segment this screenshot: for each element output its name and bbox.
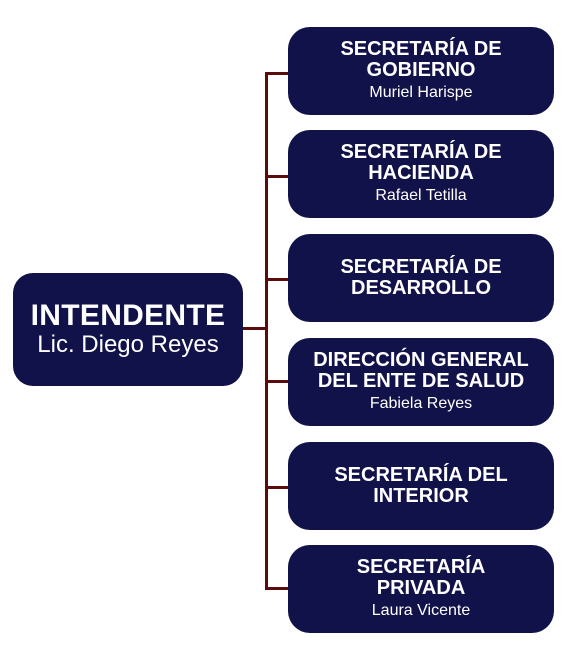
root-name: Lic. Diego Reyes	[37, 331, 219, 358]
root-node-intendente: INTENDENTE Lic. Diego Reyes	[13, 273, 243, 386]
branch-connector	[265, 486, 288, 489]
node-title: DIRECCIÓN GENERAL DEL ENTE DE SALUD	[313, 349, 529, 392]
node-person-name: Rafael Tetilla	[375, 187, 467, 204]
node-title: SECRETARÍA PRIVADA	[356, 556, 486, 599]
node-person-name: Fabiela Reyes	[369, 395, 473, 412]
branch-connector	[265, 72, 288, 75]
node-secretaria-privada: SECRETARÍA PRIVADA Laura Vicente	[288, 545, 554, 633]
node-secretaria-de-gobierno: SECRETARÍA DE GOBIERNO Muriel Harispe	[288, 27, 554, 115]
branch-connector	[265, 587, 288, 590]
node-secretaria-de-desarrollo: SECRETARÍA DE DESARROLLO	[288, 234, 554, 322]
node-title: SECRETARÍA DEL INTERIOR	[334, 464, 508, 507]
node-secretaria-de-hacienda: SECRETARÍA DE HACIENDA Rafael Tetilla	[288, 130, 554, 218]
vertical-connector	[265, 72, 268, 589]
node-title: SECRETARÍA DE DESARROLLO	[340, 256, 502, 299]
node-title: SECRETARÍA DE HACIENDA	[340, 141, 502, 184]
node-direccion-general-ente-salud: DIRECCIÓN GENERAL DEL ENTE DE SALUD Fabi…	[288, 338, 554, 426]
branch-connector	[265, 380, 288, 383]
node-title: SECRETARÍA DE GOBIERNO	[340, 38, 502, 81]
branch-connector	[265, 278, 288, 281]
node-person-name: Muriel Harispe	[369, 84, 473, 101]
branch-connector	[265, 175, 288, 178]
root-title: INTENDENTE	[30, 299, 226, 332]
root-connector	[243, 327, 267, 330]
node-secretaria-del-interior: SECRETARÍA DEL INTERIOR	[288, 442, 554, 530]
node-person-name: Laura Vicente	[371, 602, 471, 619]
